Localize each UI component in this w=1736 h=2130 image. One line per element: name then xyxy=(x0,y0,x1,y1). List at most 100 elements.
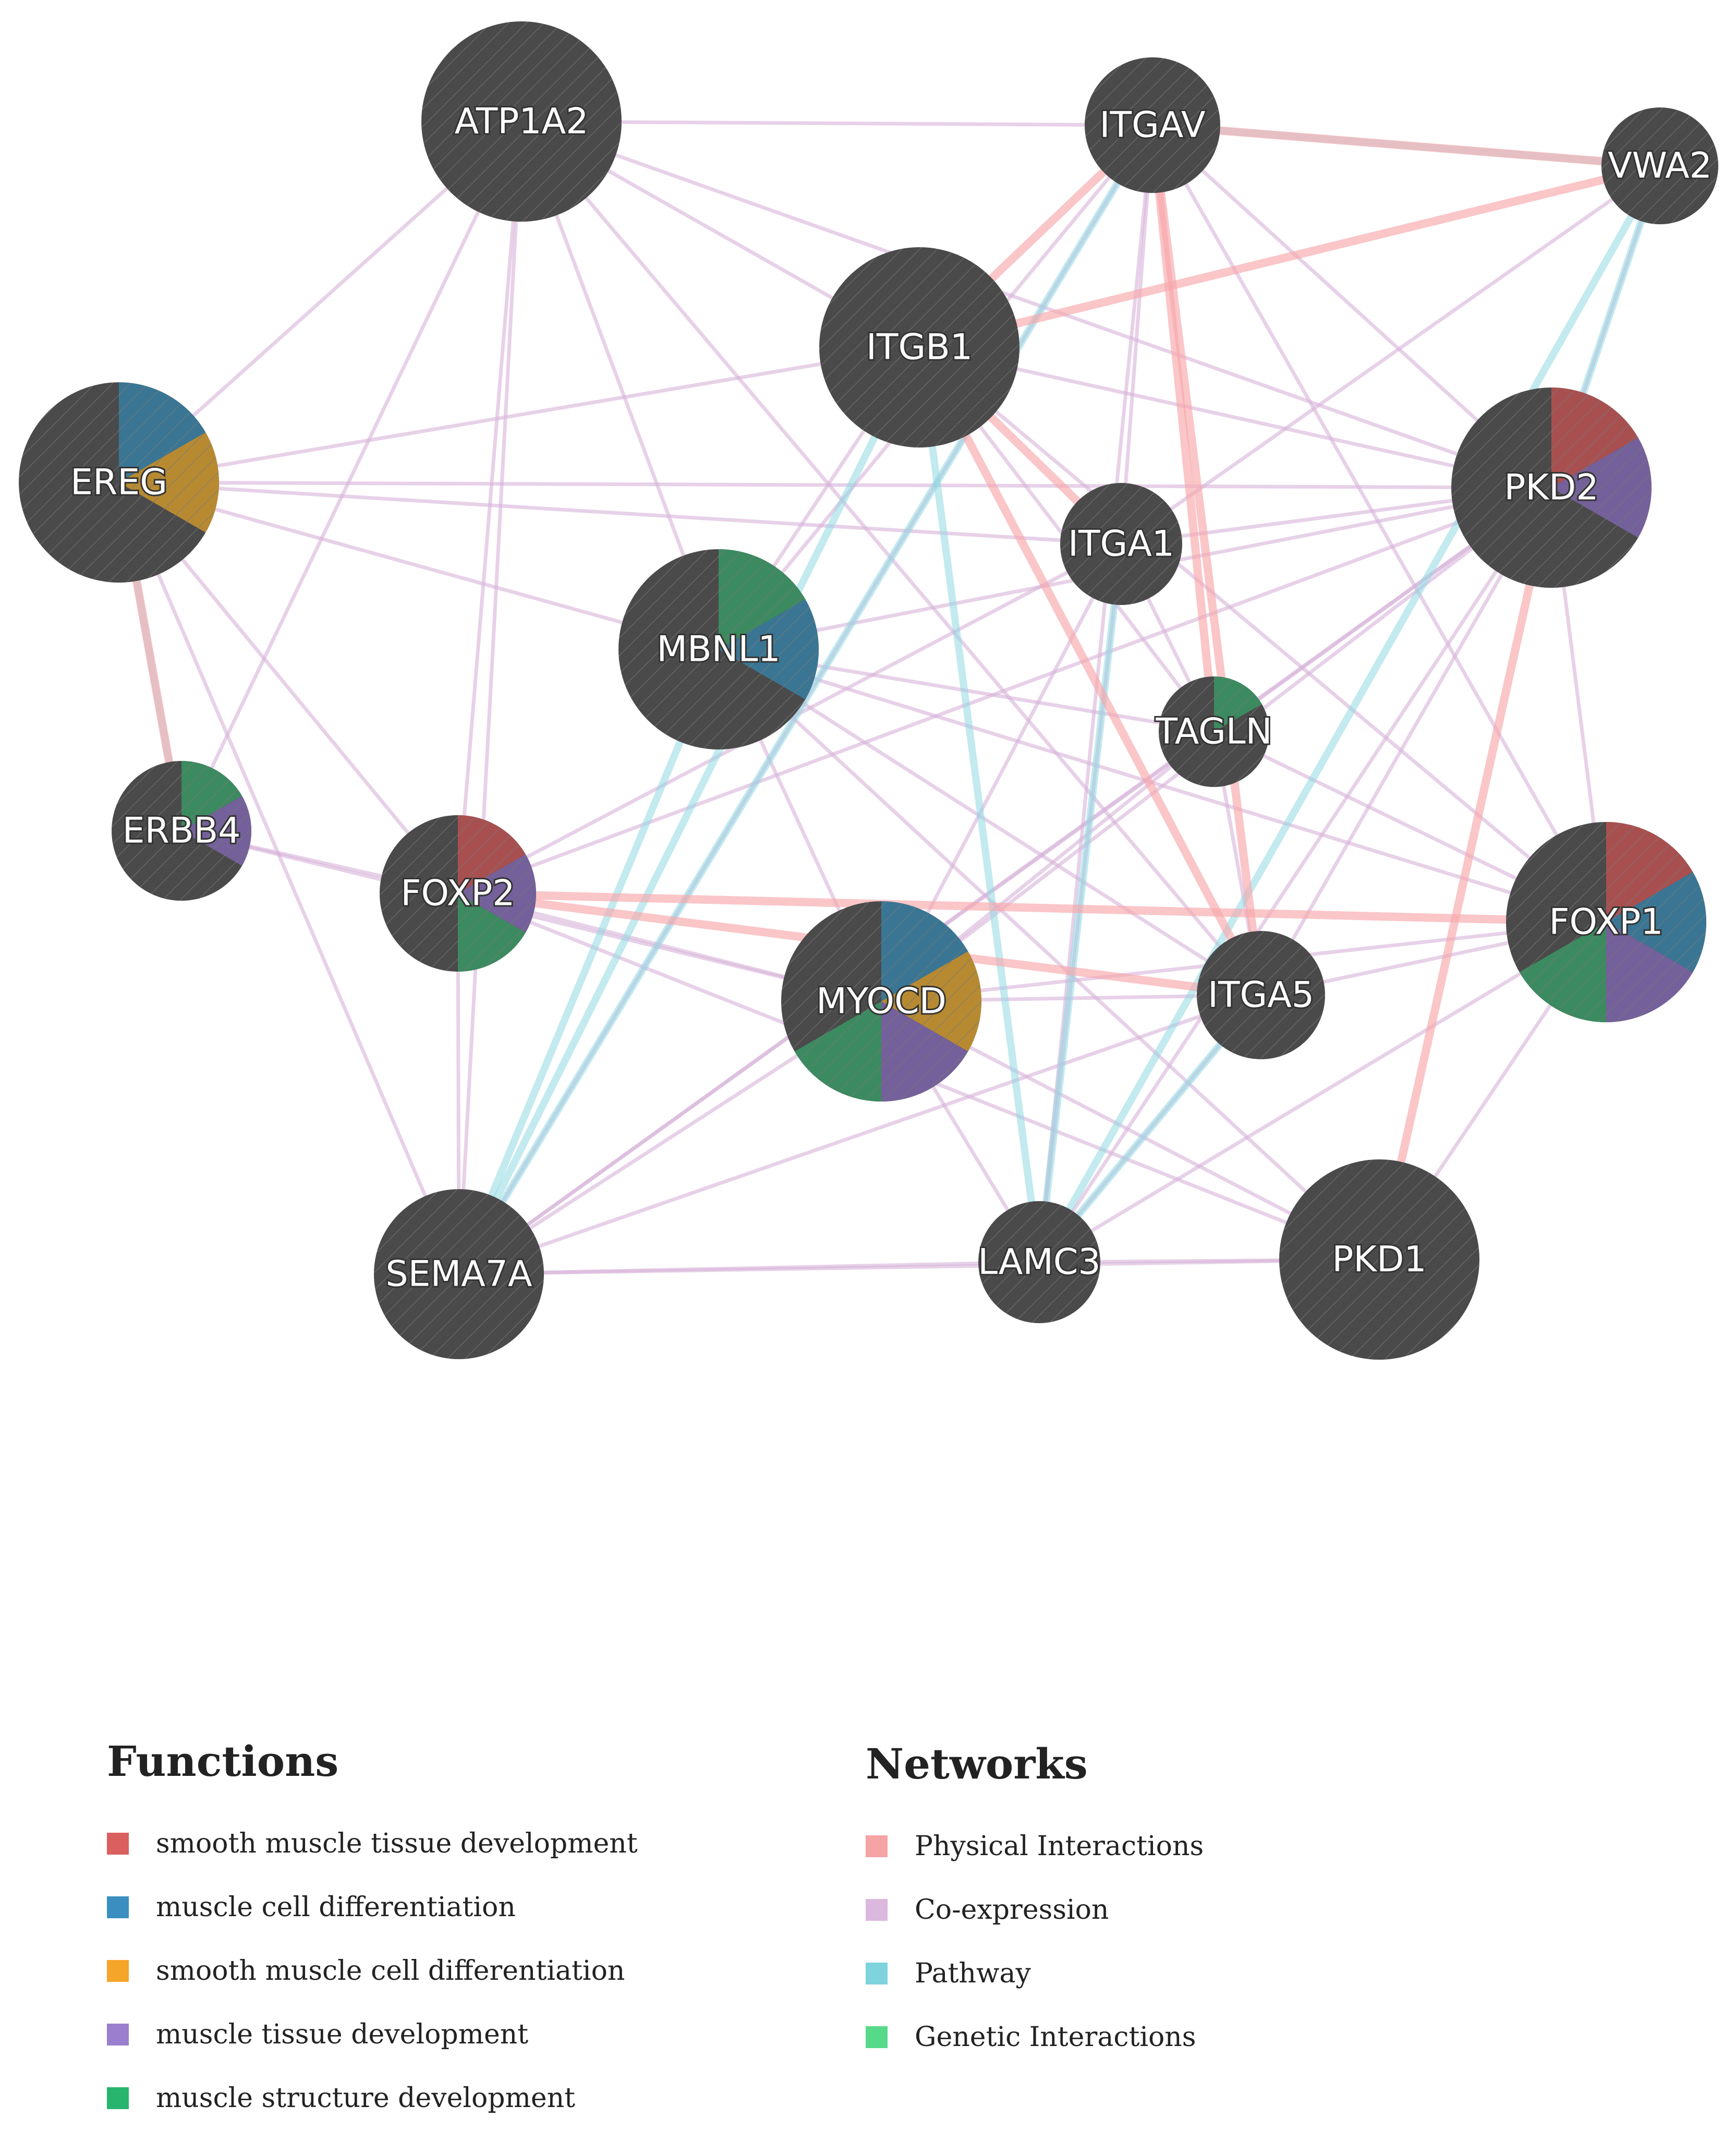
coexpression-edge-mbnl1-itga5 xyxy=(717,647,1263,997)
coexpression-edge-itga5-sema7a xyxy=(457,993,1263,1276)
node-hatch xyxy=(1060,483,1182,605)
physical-edge-itgav-tagln xyxy=(1148,121,1218,736)
node-itga1[interactable]: ITGA1 xyxy=(1060,483,1182,605)
networks-legend: Networks Physical Interactions Co-expres… xyxy=(866,1739,1204,2069)
node-ereg[interactable]: EREG xyxy=(19,382,219,583)
coexpression-edge-atp1a2-pkd2 xyxy=(519,119,1553,490)
node-foxp1[interactable]: FOXP1 xyxy=(1506,822,1706,1022)
coexpression-edge-itgav-foxp1 xyxy=(1150,123,1608,924)
node-label: ITGAV xyxy=(1100,105,1206,146)
node-pkd2[interactable]: PKD2 xyxy=(1451,388,1652,588)
network-swatch xyxy=(866,2026,888,2048)
node-hatch xyxy=(618,549,819,749)
function-label: smooth muscle cell differentiation xyxy=(156,1955,625,1987)
physical-edge-foxp2-foxp1 xyxy=(454,889,1610,926)
node-label: MBNL1 xyxy=(657,629,780,670)
node-label: EREG xyxy=(70,462,167,503)
node-hatch xyxy=(819,247,1019,447)
networks-legend-title: Networks xyxy=(866,1739,1088,1788)
node-lamc3[interactable]: LAMC3 xyxy=(976,1201,1102,1323)
coexpression-edge-atp1a2-foxp2 xyxy=(456,119,524,895)
node-mbnl1[interactable]: MBNL1 xyxy=(618,549,819,749)
coexpression-edge-vwa2-itga1 xyxy=(1119,164,1662,546)
coexpression-edge-pkd2-lamc3 xyxy=(1037,486,1553,1264)
network-label: Genetic Interactions xyxy=(915,2022,1196,2053)
physical-edge-pkd2-pkd1 xyxy=(1375,483,1556,1264)
coexpression-edge-pkd2-foxp2 xyxy=(456,486,1553,895)
network-label: Co-expression xyxy=(915,1894,1109,1926)
node-hatch xyxy=(1601,107,1718,224)
node-label: SEMA7A xyxy=(385,1254,532,1295)
function-legend-item: muscle tissue development xyxy=(107,2003,638,2066)
function-swatch xyxy=(107,1960,129,1982)
node-hatch xyxy=(374,1189,544,1359)
pathway-edge-itga1-lamc3 xyxy=(1036,540,1125,1266)
coexpression-edge-ereg-mbnl1 xyxy=(117,480,721,651)
physical-edge-itgb1-itga5 xyxy=(915,343,1265,999)
node-hatch xyxy=(1085,57,1220,193)
coexpression-edge-ereg-itga1 xyxy=(117,480,1123,546)
node-sema7a[interactable]: SEMA7A xyxy=(374,1189,544,1359)
node-hatch xyxy=(112,761,251,901)
network-label: Pathway xyxy=(915,1958,1031,1989)
coexpression-edge-itgb1-foxp1 xyxy=(917,345,1608,924)
coexpression-edge-foxp1-lamc3 xyxy=(1037,920,1608,1264)
pathway-edge-vwa2-lamc3 xyxy=(1036,162,1664,1266)
node-label: ITGA5 xyxy=(1208,975,1314,1016)
node-label: ITGA1 xyxy=(1068,524,1174,565)
node-hatch xyxy=(421,21,622,222)
node-erbb4[interactable]: ERBB4 xyxy=(112,761,251,901)
node-label: ITGB1 xyxy=(866,327,973,368)
function-legend-item: smooth muscle tissue development xyxy=(107,1812,638,1875)
node-itgb1[interactable]: ITGB1 xyxy=(819,247,1019,447)
node-hatch xyxy=(1159,676,1269,787)
network-swatch xyxy=(866,1899,888,1921)
node-pkd1[interactable]: PKD1 xyxy=(1279,1159,1479,1360)
node-atp1a2[interactable]: ATP1A2 xyxy=(421,21,622,222)
function-swatch xyxy=(107,1833,129,1855)
pathway-edge-itgb1-sema7a xyxy=(455,344,923,1278)
node-myocd[interactable]: MYOCD xyxy=(781,901,982,1102)
node-tagln[interactable]: TAGLN xyxy=(1154,676,1274,787)
coexpression-edge-mbnl1-pkd1 xyxy=(717,647,1381,1262)
coexpression-edge-atp1a2-itgav xyxy=(519,119,1155,127)
node-label: TAGLN xyxy=(1155,711,1272,753)
functions-legend: Functions smooth muscle tissue developme… xyxy=(107,1737,638,2130)
coexpression-edge-itgb1-ereg xyxy=(117,345,921,485)
function-swatch xyxy=(107,1896,129,1918)
node-hatch xyxy=(1506,822,1706,1022)
network-legend-item: Pathway xyxy=(866,1942,1204,2005)
network-swatch xyxy=(866,1835,888,1857)
node-hatch xyxy=(380,815,536,972)
function-label: muscle tissue development xyxy=(156,2019,529,2050)
node-label: MYOCD xyxy=(816,981,946,1022)
function-legend-item: smooth muscle cell differentiation xyxy=(107,1939,638,2003)
function-legend-item: muscle structure development xyxy=(107,2066,638,2130)
pathway-edge-itgb1-lamc3 xyxy=(916,344,1043,1266)
node-label: ERBB4 xyxy=(123,810,241,852)
node-hatch xyxy=(1279,1159,1479,1360)
coexpression-edge-mbnl1-foxp1 xyxy=(717,647,1608,924)
node-itga5[interactable]: ITGA5 xyxy=(1197,931,1325,1059)
node-hatch xyxy=(781,901,981,1102)
node-label: ATP1A2 xyxy=(455,101,589,142)
node-label: FOXP1 xyxy=(1549,902,1663,943)
coexpression-edge-atp1a2-sema7a xyxy=(457,119,524,1276)
physical-edge-itgav-vwa2 xyxy=(1148,121,1664,170)
node-hatch xyxy=(1451,388,1652,588)
function-label: muscle cell differentiation xyxy=(156,1892,516,1923)
network-swatch xyxy=(866,1963,888,1984)
node-vwa2[interactable]: VWA2 xyxy=(1601,107,1718,224)
pathway-edge-mbnl1-sema7a xyxy=(455,646,722,1278)
function-label: smooth muscle tissue development xyxy=(156,1828,638,1859)
network-legend-item: Physical Interactions xyxy=(866,1814,1204,1878)
function-label: muscle structure development xyxy=(156,2083,576,2114)
coexpression-edge-erbb4-atp1a2 xyxy=(179,119,524,833)
node-itgav[interactable]: ITGAV xyxy=(1085,57,1220,193)
network-label: Physical Interactions xyxy=(915,1831,1204,1862)
functions-legend-title: Functions xyxy=(107,1737,339,1786)
node-foxp2[interactable]: FOXP2 xyxy=(380,815,536,972)
node-hatch xyxy=(19,382,219,583)
node-label: FOXP2 xyxy=(400,873,515,914)
